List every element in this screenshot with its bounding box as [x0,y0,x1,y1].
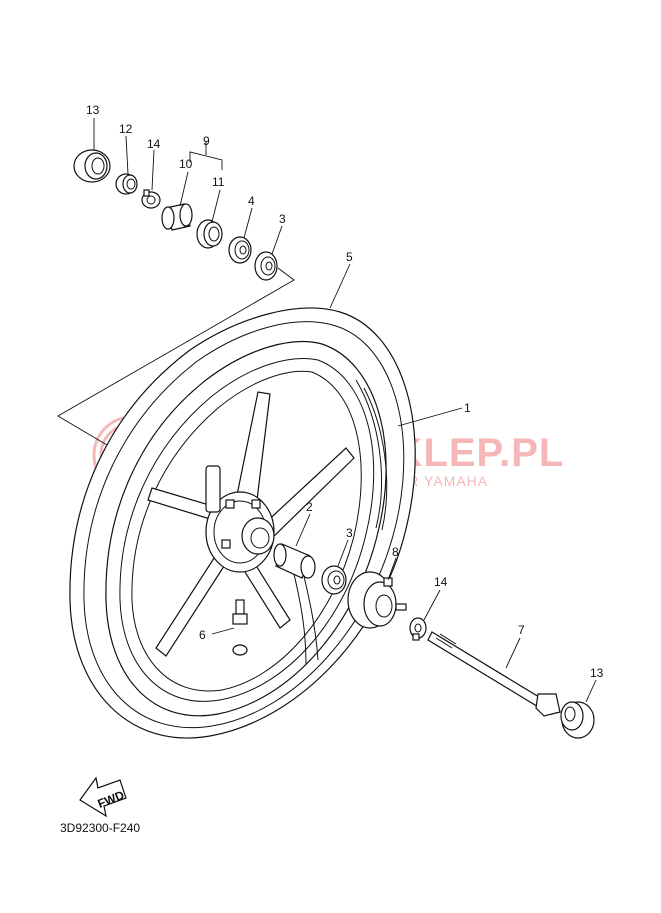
part-14-washer-bottom [409,617,427,641]
part-14-washer-top [141,189,161,209]
callout-14-bottom: 14 [434,575,448,589]
wheel-hub [205,465,275,573]
front-wheel [69,307,416,739]
part-12-collar [115,173,138,195]
callout-9: 9 [203,134,210,148]
callout-3-top: 3 [279,212,286,226]
part-2-spacer [273,543,316,579]
callout-3-bottom: 3 [346,526,353,540]
part-3-bearing-top [254,251,278,281]
callout-14-top: 14 [147,137,161,151]
explode-guide-lines [57,267,295,449]
diagram-code: 3D92300-F240 [60,821,140,835]
callout-7: 7 [518,623,525,637]
part-11-oil-seal [196,219,223,249]
part-4-bearing [228,236,252,264]
callout-1: 1 [464,401,471,415]
callout-labels: 13 12 14 9 10 11 4 3 5 1 2 3 8 14 7 6 13 [86,103,604,680]
callout-4: 4 [248,194,255,208]
part-13-dust-cap-top [73,149,111,183]
part-10-spacer [161,203,193,231]
part-8-speedometer-gear [347,571,407,629]
part-7-axle [427,631,561,717]
callout-2: 2 [306,500,313,514]
callout-6: 6 [199,628,206,642]
callout-8: 8 [392,545,399,559]
callout-5: 5 [346,250,353,264]
callout-11: 11 [212,175,225,189]
forward-arrow-icon: FWD [79,776,127,818]
leader-lines [93,118,597,703]
part-6-valve [232,599,248,656]
callout-12: 12 [119,122,133,136]
part-3-bearing-bottom [321,565,347,595]
callout-13-top: 13 [86,103,100,117]
callout-10: 10 [179,157,193,171]
callout-13-bottom: 13 [590,666,604,680]
part-13-dust-cap-bottom [560,701,595,739]
